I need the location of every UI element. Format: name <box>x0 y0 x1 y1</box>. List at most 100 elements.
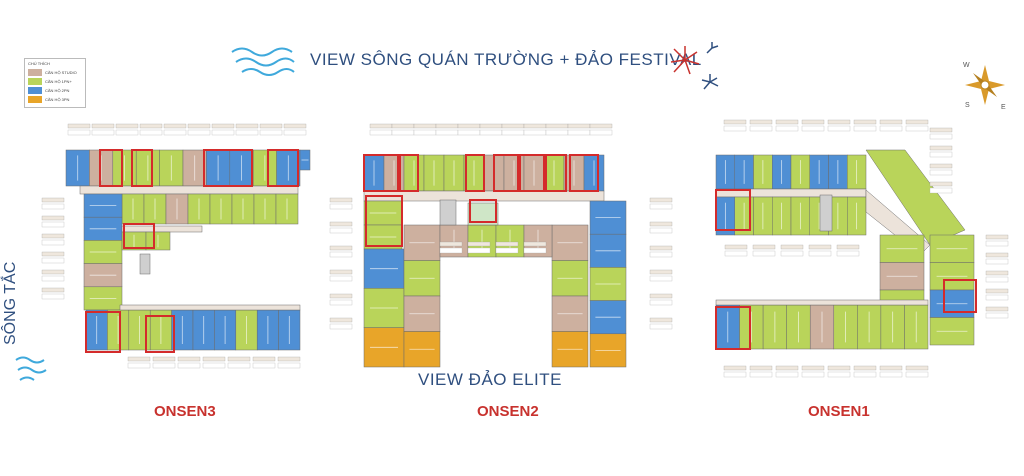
legend-swatch <box>28 78 42 85</box>
legend-label: CĂN HỘ 3PN <box>45 97 70 102</box>
unit-tag <box>202 356 226 362</box>
unit-tag <box>163 123 187 129</box>
unit-info <box>177 362 201 369</box>
unit-info <box>749 125 773 132</box>
legend-label: CĂN HỘ 2PN <box>45 88 70 93</box>
unit-info <box>780 250 804 257</box>
highlight-box <box>493 154 519 192</box>
unit-tag <box>329 293 353 299</box>
unit-info <box>723 371 747 378</box>
unit-tag <box>649 269 673 275</box>
unit-tag <box>457 123 481 129</box>
unit-info <box>479 129 503 136</box>
unit-tag <box>775 365 799 371</box>
unit-info <box>801 125 825 132</box>
unit-info <box>985 258 1009 265</box>
unit-info <box>41 275 65 282</box>
unit-info <box>749 371 773 378</box>
unit-tag <box>139 123 163 129</box>
unit-info <box>152 362 176 369</box>
unit-info <box>905 371 929 378</box>
unit-tag <box>187 123 211 129</box>
unit-tag <box>329 269 353 275</box>
unit-tag <box>152 356 176 362</box>
unit-info <box>369 129 393 136</box>
unit-info <box>329 227 353 234</box>
unit-info <box>457 129 481 136</box>
unit-info <box>985 240 1009 247</box>
unit-info <box>211 129 235 136</box>
unit-info <box>329 323 353 330</box>
unit-tag <box>589 123 613 129</box>
unit-tag <box>985 270 1009 276</box>
unit-info <box>41 239 65 246</box>
unit-tag <box>749 365 773 371</box>
unit-tag <box>41 197 65 203</box>
unit-info <box>649 275 673 282</box>
highlight-box <box>145 315 175 353</box>
corridor <box>715 299 929 306</box>
legend-item-studio: CĂN HỘ STUDIO <box>28 68 82 77</box>
unit-tag <box>929 163 953 169</box>
unit-tag <box>723 365 747 371</box>
unit-tag <box>879 119 903 125</box>
legend-label: CĂN HỘ STUDIO <box>45 70 77 75</box>
lift <box>819 194 833 232</box>
building-name-onsen3: ONSEN3 <box>154 403 216 420</box>
unit-info <box>187 129 211 136</box>
unit-info <box>252 362 276 369</box>
unit-tag <box>523 241 547 247</box>
unit-tag <box>827 119 851 125</box>
unit-tag <box>649 245 673 251</box>
unit-tag <box>501 123 525 129</box>
corridor <box>119 304 301 311</box>
unit-tag <box>91 123 115 129</box>
unit-info <box>879 125 903 132</box>
unit-info <box>929 133 953 140</box>
unit-tag <box>775 119 799 125</box>
unit-info <box>283 129 307 136</box>
unit-info <box>235 129 259 136</box>
unit-info <box>589 129 613 136</box>
legend-swatch <box>28 69 42 76</box>
unit-info <box>435 129 459 136</box>
unit-tag <box>41 215 65 221</box>
highlight-box <box>715 189 751 231</box>
unit-info <box>329 299 353 306</box>
legend-swatch <box>28 96 42 103</box>
unit-info <box>801 371 825 378</box>
unit-info <box>501 129 525 136</box>
unit-info <box>929 169 953 176</box>
unit-tag <box>67 123 91 129</box>
unit-tag <box>329 221 353 227</box>
lift <box>439 199 457 226</box>
unit-tag <box>41 251 65 257</box>
unit-info <box>649 227 673 234</box>
unit-tag <box>227 356 251 362</box>
unit-info <box>808 250 832 257</box>
unit-tag <box>467 241 491 247</box>
unit-tag <box>985 288 1009 294</box>
unit-tag <box>879 365 903 371</box>
unit-info <box>202 362 226 369</box>
unit-tag <box>41 269 65 275</box>
highlight-box <box>545 154 567 192</box>
unit-tag <box>41 233 65 239</box>
unit-info <box>827 125 851 132</box>
unit-info <box>724 250 748 257</box>
unit-info <box>277 362 301 369</box>
unit-info <box>91 129 115 136</box>
unit-tag <box>391 123 415 129</box>
highlight-box <box>85 311 121 353</box>
wave-icon <box>231 47 295 76</box>
unit-info <box>929 187 953 194</box>
unit-tag <box>801 365 825 371</box>
stair <box>139 253 151 275</box>
legend-title: CHÚ THÍCH <box>28 61 50 66</box>
unit-tag <box>177 356 201 362</box>
unit-tag <box>259 123 283 129</box>
highlight-box <box>365 195 403 247</box>
unit-info <box>67 129 91 136</box>
unit-tag <box>649 221 673 227</box>
